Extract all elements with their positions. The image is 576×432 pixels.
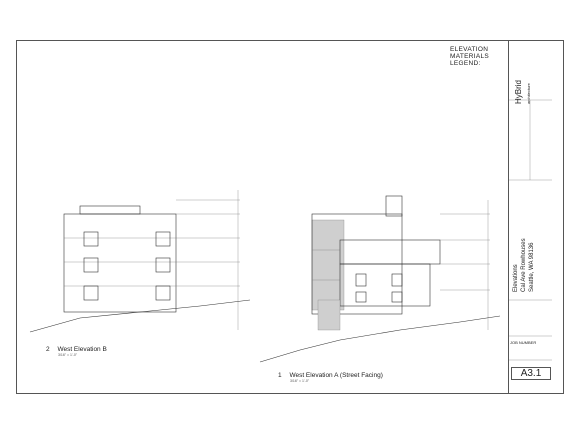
view-caption-a: 1 West Elevation A (Street Facing) 3/16"… (278, 372, 383, 383)
sheet-number: A3.1 (511, 367, 551, 380)
firm-name: HyBrid (514, 79, 523, 104)
view-title-b: West Elevation B (57, 346, 107, 353)
legend-title-2: MATERIALS (450, 53, 490, 60)
project-title-1: Elevations (513, 264, 519, 292)
legend-title-3: LEGEND: (450, 60, 481, 67)
title-block-grid (508, 99, 552, 361)
project-title-2: Cal Ave Rowhouses (521, 238, 527, 292)
firm-subtitle: architecture (526, 83, 531, 104)
legend-title-1: ELEVATION (450, 46, 489, 53)
west-elevation-a-drawing (259, 195, 501, 363)
job-number-label: JOB NUMBER (510, 340, 537, 345)
view-title-a: West Elevation A (Street Facing) (289, 372, 383, 379)
view-scale-b: 3/16" = 1'-0" (58, 353, 78, 357)
materials-legend: ELEVATION MATERIALS LEGEND: (450, 46, 508, 67)
view-caption-b: 2 West Elevation B 3/16" = 1'-0" (46, 346, 107, 357)
sheet-border (16, 40, 564, 394)
view-scale-a: 3/16" = 1'-0" (290, 379, 310, 383)
title-block (508, 40, 552, 394)
view-number-a: 1 (278, 372, 282, 379)
project-title-3: Seattle, WA 98136 (529, 242, 535, 292)
west-elevation-b-drawing (29, 190, 251, 333)
view-number-b: 2 (46, 346, 50, 353)
